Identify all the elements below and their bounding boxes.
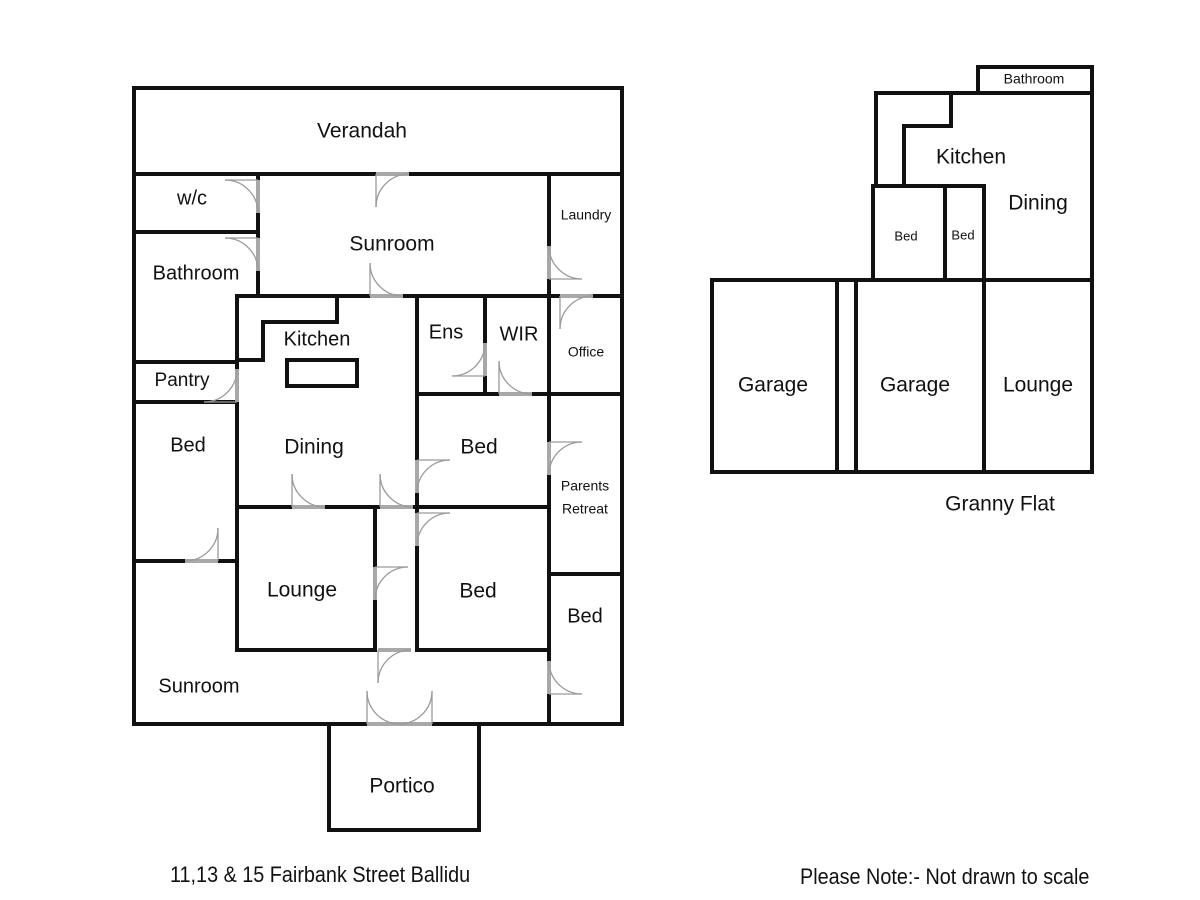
door-bed-middle-bottom	[415, 512, 451, 547]
door-bathroom	[224, 237, 260, 272]
room-label-parents-line1: Parents	[561, 478, 609, 494]
gf-room-label-bathroom: Bathroom	[1004, 71, 1065, 87]
room-label-sunroom-top: Sunroom	[349, 233, 434, 256]
room-label-bed-middle-top: Bed	[460, 436, 497, 459]
property-address: 11,13 & 15 Fairbank Street Ballidu	[170, 862, 471, 887]
room-label-office: Office	[568, 344, 605, 360]
gf-lower-outer	[710, 278, 1094, 474]
gf-room-label-dining: Dining	[1008, 192, 1068, 215]
room-label-dining: Dining	[284, 436, 344, 459]
room-label-bed-left: Bed	[170, 434, 206, 456]
gf-bathroom-walls	[976, 65, 1094, 95]
gf-room-label-garage-1: Garage	[738, 374, 808, 397]
room-label-bed-middle-bottom: Bed	[459, 580, 496, 603]
room-label-sunroom-bottom: Sunroom	[158, 675, 239, 697]
room-label-bathroom: Bathroom	[153, 262, 240, 284]
room-label-kitchen: Kitchen	[284, 328, 351, 350]
portico-walls	[327, 722, 481, 832]
door-dining-hall	[379, 473, 414, 509]
door-lounge-hall	[373, 566, 409, 601]
room-label-parents-line2: Retreat	[562, 501, 608, 517]
room-label-portico: Portico	[369, 775, 434, 798]
kitchen-step-wall	[235, 294, 339, 362]
door-portico-right	[398, 690, 433, 726]
door-portico-left	[366, 690, 401, 726]
door-bed-middle-top	[415, 459, 451, 494]
gf-room-label-bed-2: Bed	[951, 227, 974, 242]
gf-room-label-garage-2: Garage	[880, 374, 950, 397]
gf-title: Granny Flat	[945, 493, 1055, 516]
door-sunroom-kitchen	[369, 262, 404, 298]
door-bed-right	[547, 660, 583, 695]
gf-room-label-kitchen: Kitchen	[936, 146, 1006, 169]
door-bed-left	[184, 527, 219, 563]
room-label-pantry: Pantry	[155, 370, 210, 391]
kitchen-bench	[285, 358, 359, 388]
room-label-laundry: Laundry	[561, 207, 612, 223]
gf-room-label-lounge: Lounge	[1003, 374, 1073, 397]
room-label-ens: Ens	[429, 321, 463, 343]
room-label-wc: w/c	[176, 187, 207, 209]
room-label-wir: WIR	[500, 323, 539, 345]
door-pantry	[203, 368, 239, 403]
door-parents-retreat	[547, 441, 583, 476]
room-label-verandah: Verandah	[317, 120, 407, 143]
gf-outer-upper	[874, 91, 1094, 282]
gf-kitchen-step	[902, 91, 953, 188]
room-labels-layer: Verandahw/cSunroomLaundryBathroomKitchen…	[153, 71, 1073, 798]
door-ens	[451, 342, 487, 377]
door-wc	[224, 179, 260, 214]
door-verandah-sunroom	[375, 172, 410, 208]
walls-layer	[132, 65, 1094, 832]
door-dining-lounge	[291, 473, 326, 509]
scale-note: Please Note:- Not drawn to scale	[800, 864, 1090, 889]
door-office	[559, 294, 594, 330]
room-label-lounge: Lounge	[267, 579, 337, 602]
gf-room-label-bed-1: Bed	[894, 228, 917, 243]
door-laundry	[547, 245, 583, 280]
outer-wall-main	[132, 86, 624, 726]
room-label-bed-right: Bed	[567, 605, 603, 627]
door-hall-sunroom	[377, 648, 412, 684]
doors-layer	[184, 172, 594, 726]
gf-bed-top-wall	[871, 184, 986, 282]
door-wir	[498, 360, 533, 396]
